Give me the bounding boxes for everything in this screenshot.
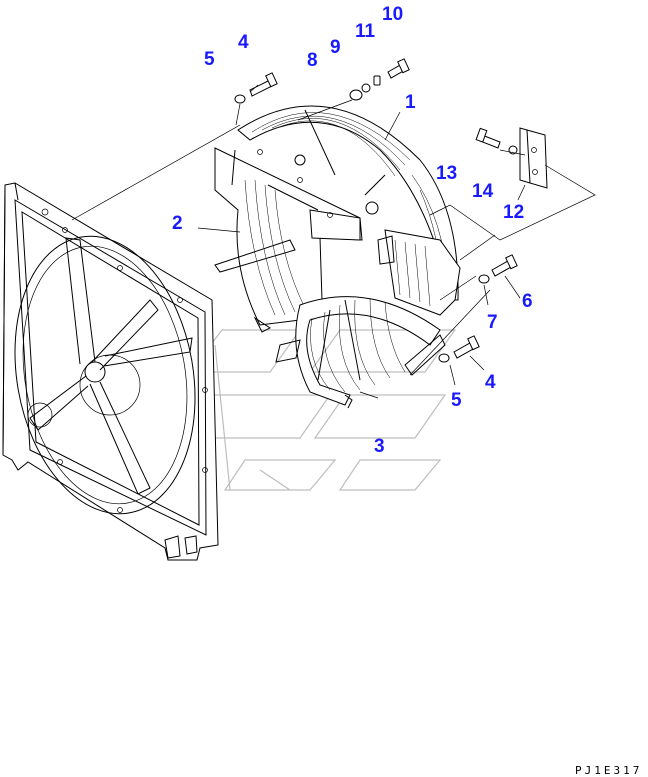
callout-labels: 1 2 3 4 4 5 5 6 7 8 9 10 11 12 13 14 xyxy=(172,4,533,457)
fan-shroud-left-plate xyxy=(214,147,363,333)
callout-13: 13 xyxy=(436,163,457,184)
callout-4-top: 4 xyxy=(238,32,249,53)
figure-code: PJ1E317 xyxy=(575,764,642,777)
callout-5-lower: 5 xyxy=(451,390,462,411)
callout-1: 1 xyxy=(405,92,416,113)
callout-14: 14 xyxy=(472,181,494,202)
callout-5-top: 5 xyxy=(204,49,215,70)
callout-2: 2 xyxy=(172,213,183,234)
radiator-frame xyxy=(2,182,219,561)
leader-lines xyxy=(71,84,596,399)
fasteners xyxy=(234,58,518,363)
callout-10: 10 xyxy=(382,4,403,25)
callout-12: 12 xyxy=(503,202,524,223)
callout-8: 8 xyxy=(307,50,318,71)
callout-11: 11 xyxy=(355,21,376,42)
fan-shroud-right-segment xyxy=(377,229,461,316)
callout-6: 6 xyxy=(522,291,533,312)
callout-3: 3 xyxy=(374,436,385,457)
bracket-12 xyxy=(519,127,548,189)
callout-7: 7 xyxy=(487,312,498,333)
watermark-logo xyxy=(178,329,457,491)
fan-shroud-lower xyxy=(275,296,446,409)
callout-9: 9 xyxy=(330,37,341,58)
callout-4-lower: 4 xyxy=(485,372,496,393)
